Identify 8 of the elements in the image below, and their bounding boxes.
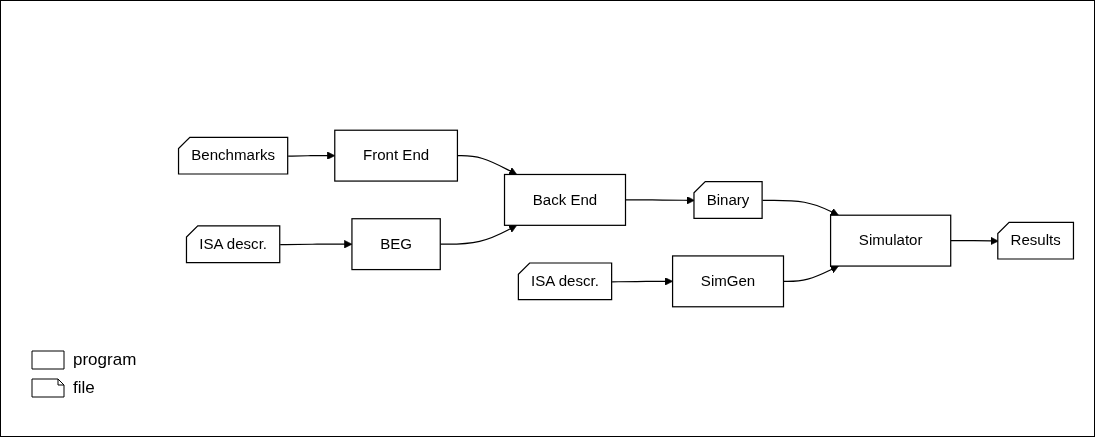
node-box: Simulator xyxy=(829,214,952,267)
legend-label: file xyxy=(73,378,95,398)
node-box: Front End xyxy=(334,129,459,182)
legend-label: program xyxy=(73,350,137,370)
node-box: Back End xyxy=(503,173,627,226)
node-box: SimGen xyxy=(671,255,785,308)
node-box: BEG xyxy=(351,218,441,271)
arrow xyxy=(611,277,673,286)
